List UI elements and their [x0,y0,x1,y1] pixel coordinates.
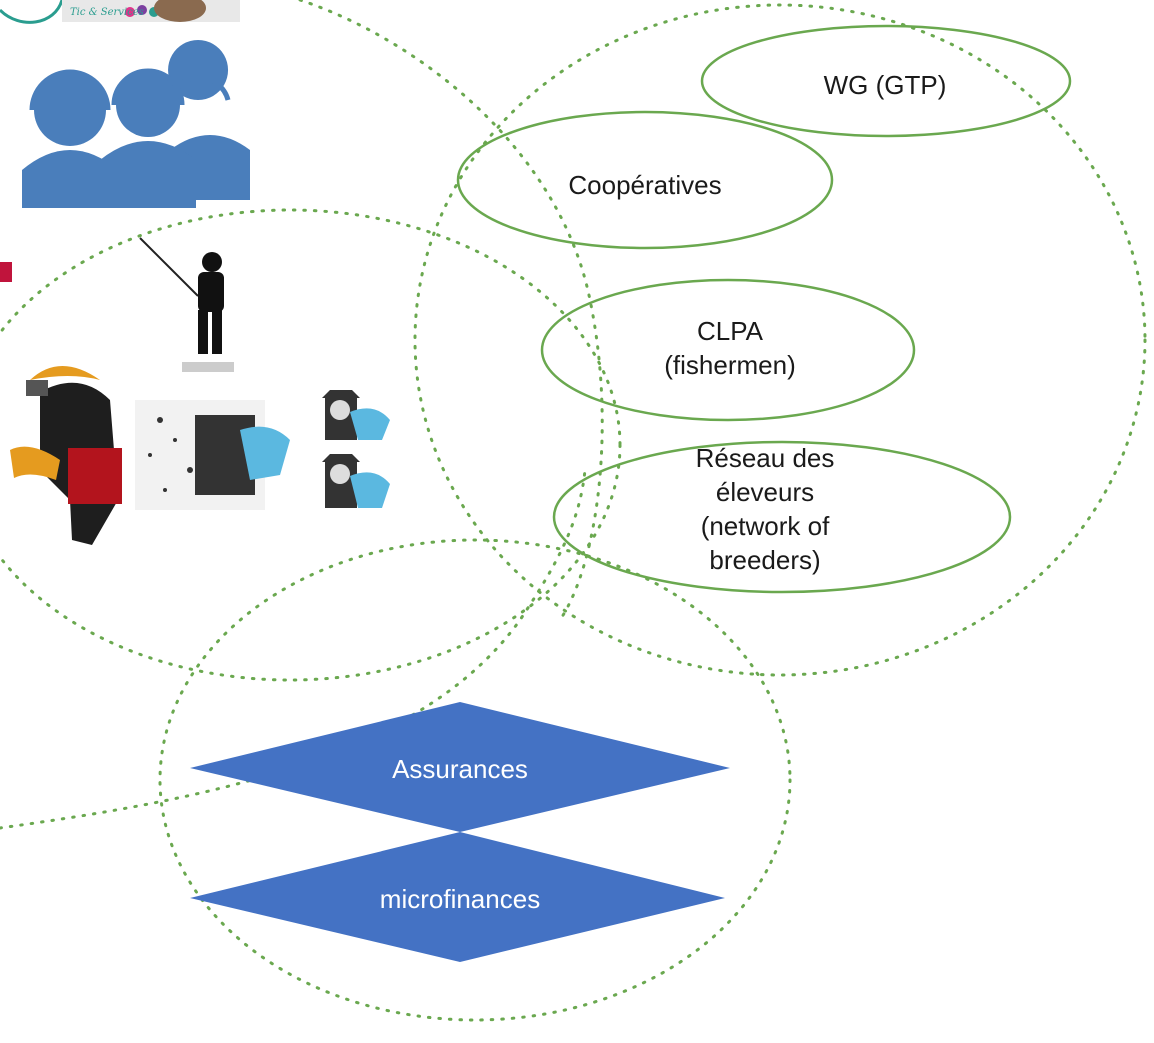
diamond-microfinances [190,832,725,962]
breeder-with-cow-icon-small-1 [322,390,390,440]
breeder-with-cow-icon-small-2 [322,454,390,508]
logo-tagline: Tic & Services [70,7,144,18]
diamond-assurances [190,702,730,832]
oval-reseau [552,440,1012,594]
label-coop: Coopératives [568,170,722,200]
label-clpa-line-2: (fishermen) [664,350,796,380]
label-microfinances: microfinances [379,884,541,914]
fisherman-silhouette-icon [139,237,234,372]
dotted-arc-bottom-left [0,468,587,830]
label-wg: WG (GTP) [823,70,947,100]
label-reseau-line-1: Réseau des [695,443,835,473]
farmer-with-phone-icon [10,366,122,545]
label-clpa-line-1: CLPA [697,316,763,346]
label-reseau-line-4: breeders) [709,545,821,575]
oval-clpa [540,278,916,422]
label-reseau-line-2: éleveurs [715,477,815,507]
label-clpa: CLPA (fishermen) [610,314,850,382]
dotted-circle-bottom [158,538,792,1022]
dotted-circle-right [413,3,1147,677]
breeder-with-cow-icon-large [135,400,290,510]
logo: Tic & Services [0,0,240,24]
label-reseau: Réseau des éleveurs (network of breeders… [660,441,870,577]
red-accent-marker [0,262,12,282]
dotted-circle-top-left [298,0,604,622]
oval-coop [456,110,834,250]
label-reseau-line-3: (network of [700,511,830,541]
oval-wg [700,24,1072,138]
call-center-people-icon [22,40,250,208]
label-assurances: Assurances [392,754,528,784]
dotted-circle-middle [0,208,622,682]
